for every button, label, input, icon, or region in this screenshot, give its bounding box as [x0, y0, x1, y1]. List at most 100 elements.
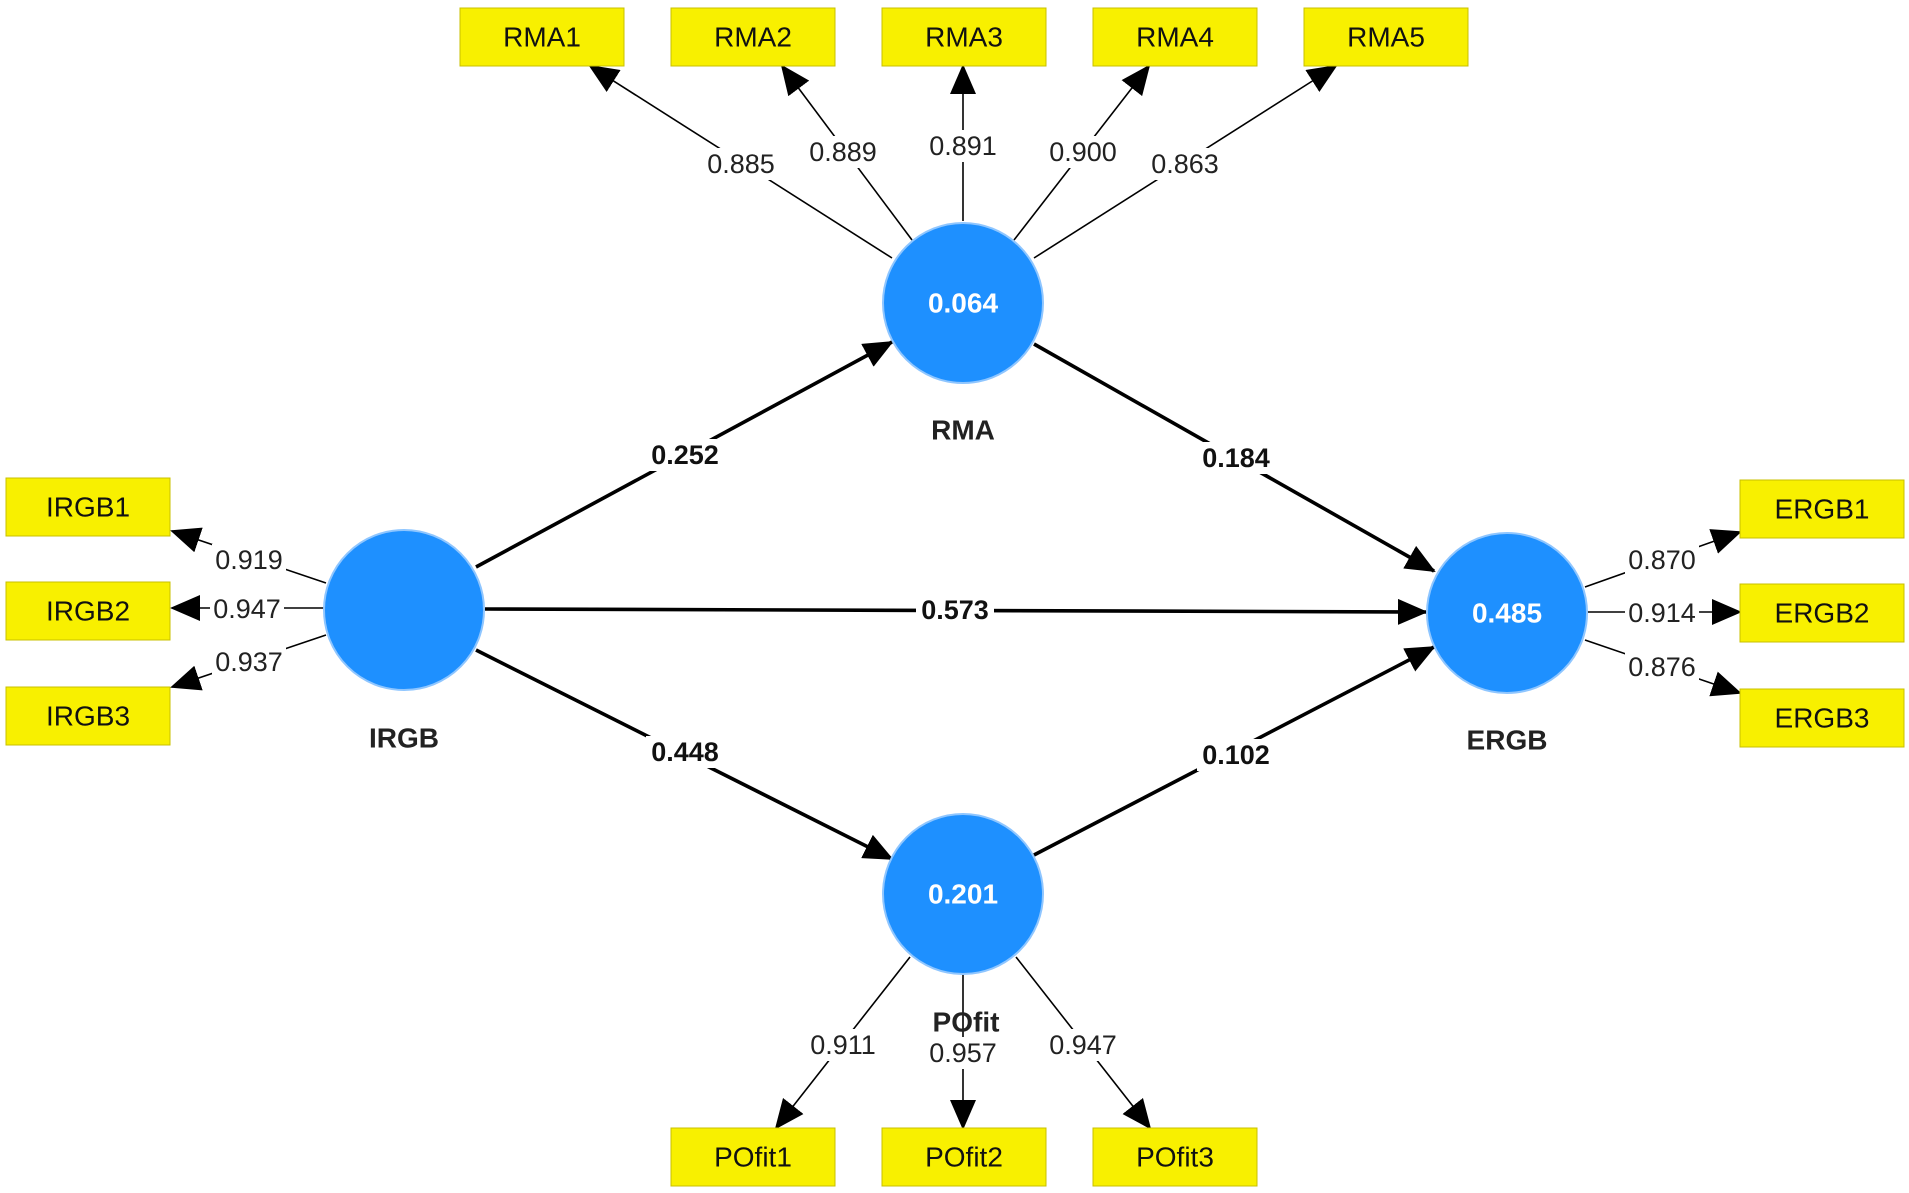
latent-r-squared: 0.064: [928, 288, 998, 319]
loading-label-ergb3-text: 0.876: [1628, 652, 1696, 682]
loading-label-pofit1: 0.911: [806, 1029, 880, 1061]
loading-label-pofit2-text: 0.957: [929, 1038, 997, 1068]
loading-label-ergb1-text: 0.870: [1628, 545, 1696, 575]
indicator-rma2[interactable]: RMA2: [670, 7, 836, 67]
loading-label-ergb2-text: 0.914: [1628, 598, 1696, 628]
indicator-label: RMA4: [1136, 22, 1214, 53]
path-label-irgb-rma: 0.252: [646, 439, 724, 471]
indicator-irgb3[interactable]: IRGB3: [5, 686, 171, 746]
loading-label-rma4-bg: [1046, 136, 1120, 168]
latent-r-squared: 0.485: [1472, 598, 1542, 629]
coefficient-labels: 0.885 0.889 0.891 0.900 0.863 0.919 0.947 0.937…: [210, 130, 1699, 1069]
loading-label-irgb2: 0.947: [210, 593, 284, 625]
loading-label-ergb3-bg: [1625, 651, 1699, 683]
indicator-label: POfit2: [925, 1142, 1003, 1173]
loading-label-irgb1-bg: [212, 544, 286, 576]
indicator-label: ERGB1: [1775, 494, 1870, 525]
loading-label-pofit1-bg: [806, 1029, 880, 1061]
loading-label-rma1: 0.885: [704, 148, 778, 180]
latent-circle: [882, 222, 1044, 384]
loading-label-rma5: 0.863: [1148, 148, 1222, 180]
path-label-rma-ergb-bg: [1197, 442, 1275, 474]
indicator-label: RMA5: [1347, 22, 1425, 53]
indicator-label: POfit1: [714, 1142, 792, 1173]
latent-name: ERGB: [1467, 725, 1548, 756]
latent-name: IRGB: [369, 723, 439, 754]
indicator-label: IRGB3: [46, 701, 130, 732]
indicator-box: [5, 477, 171, 537]
latent-r-squared: 0.201: [928, 879, 998, 910]
loading-label-rma2: 0.889: [806, 136, 880, 168]
indicator-label: ERGB2: [1775, 598, 1870, 629]
loading-label-ergb2: 0.914: [1625, 597, 1699, 629]
loading-label-pofit2-bg: [926, 1037, 1000, 1069]
loading-label-irgb1-text: 0.919: [215, 545, 283, 575]
loading-label-rma3-bg: [926, 130, 1000, 162]
loading-label-ergb3: 0.876: [1625, 651, 1699, 683]
indicator-box: [5, 581, 171, 641]
indicator-rma3[interactable]: RMA3: [881, 7, 1047, 67]
indicator-rma5[interactable]: RMA5: [1303, 7, 1469, 67]
loading-label-pofit3-bg: [1046, 1029, 1120, 1061]
indicator-label: RMA1: [503, 22, 581, 53]
indicator-box: [1092, 7, 1258, 67]
path-label-pofit-ergb-text: 0.102: [1202, 740, 1270, 770]
path-label-irgb-pofit-bg: [646, 736, 724, 768]
loading-label-irgb3-text: 0.937: [215, 647, 283, 677]
indicator-box: [1092, 1127, 1258, 1187]
indicator-box: [881, 1127, 1047, 1187]
path-label-irgb-pofit: 0.448: [646, 736, 724, 768]
latent-circle: [882, 813, 1044, 975]
loading-label-rma4: 0.900: [1046, 136, 1120, 168]
loading-label-rma5-bg: [1148, 148, 1222, 180]
path-label-irgb-ergb-bg: [916, 594, 994, 626]
indicator-label: IRGB1: [46, 492, 130, 523]
loading-label-rma1-bg: [704, 148, 778, 180]
loading-label-irgb2-bg: [210, 593, 284, 625]
latent-circle: [1426, 532, 1588, 694]
loading-label-pofit3: 0.947: [1046, 1029, 1120, 1061]
loading-label-pofit3-text: 0.947: [1049, 1030, 1117, 1060]
latent-irgb[interactable]: IRGB: [323, 529, 485, 754]
indicator-box: [670, 1127, 836, 1187]
indicator-ergb2[interactable]: ERGB2: [1739, 583, 1905, 643]
indicator-box: [670, 7, 836, 67]
loading-label-rma1-text: 0.885: [707, 149, 775, 179]
path-label-irgb-rma-text: 0.252: [651, 440, 719, 470]
loading-label-ergb2-bg: [1625, 597, 1699, 629]
loading-label-rma2-text: 0.889: [809, 137, 877, 167]
indicator-box: [1739, 583, 1905, 643]
path-label-rma-ergb-text: 0.184: [1202, 443, 1270, 473]
loading-label-rma3: 0.891: [926, 130, 1000, 162]
indicator-pofit1[interactable]: POfit1: [670, 1127, 836, 1187]
loading-label-rma3-text: 0.891: [929, 131, 997, 161]
path-label-pofit-ergb-bg: [1197, 739, 1275, 771]
indicator-ergb3[interactable]: ERGB3: [1739, 688, 1905, 748]
loading-label-ergb1-bg: [1625, 544, 1699, 576]
indicator-ergb1[interactable]: ERGB1: [1739, 479, 1905, 539]
path-label-irgb-ergb: 0.573: [916, 594, 994, 626]
path-label-irgb-pofit-text: 0.448: [651, 737, 719, 767]
indicator-label: IRGB2: [46, 596, 130, 627]
latent-name: RMA: [931, 415, 995, 446]
path-label-pofit-ergb: 0.102: [1197, 739, 1275, 771]
indicator-label: RMA3: [925, 22, 1003, 53]
indicator-box: [1739, 479, 1905, 539]
indicator-irgb2[interactable]: IRGB2: [5, 581, 171, 641]
indicator-pofit3[interactable]: POfit3: [1092, 1127, 1258, 1187]
indicator-irgb1[interactable]: IRGB1: [5, 477, 171, 537]
loading-label-rma5-text: 0.863: [1151, 149, 1219, 179]
loading-label-irgb1: 0.919: [212, 544, 286, 576]
indicator-rma4[interactable]: RMA4: [1092, 7, 1258, 67]
indicator-label: ERGB3: [1775, 703, 1870, 734]
loading-label-irgb3-bg: [212, 646, 286, 678]
indicator-rma1[interactable]: RMA1: [459, 7, 625, 67]
path-label-irgb-ergb-text: 0.573: [921, 595, 989, 625]
loading-label-irgb3: 0.937: [212, 646, 286, 678]
indicator-pofit2[interactable]: POfit2: [881, 1127, 1047, 1187]
